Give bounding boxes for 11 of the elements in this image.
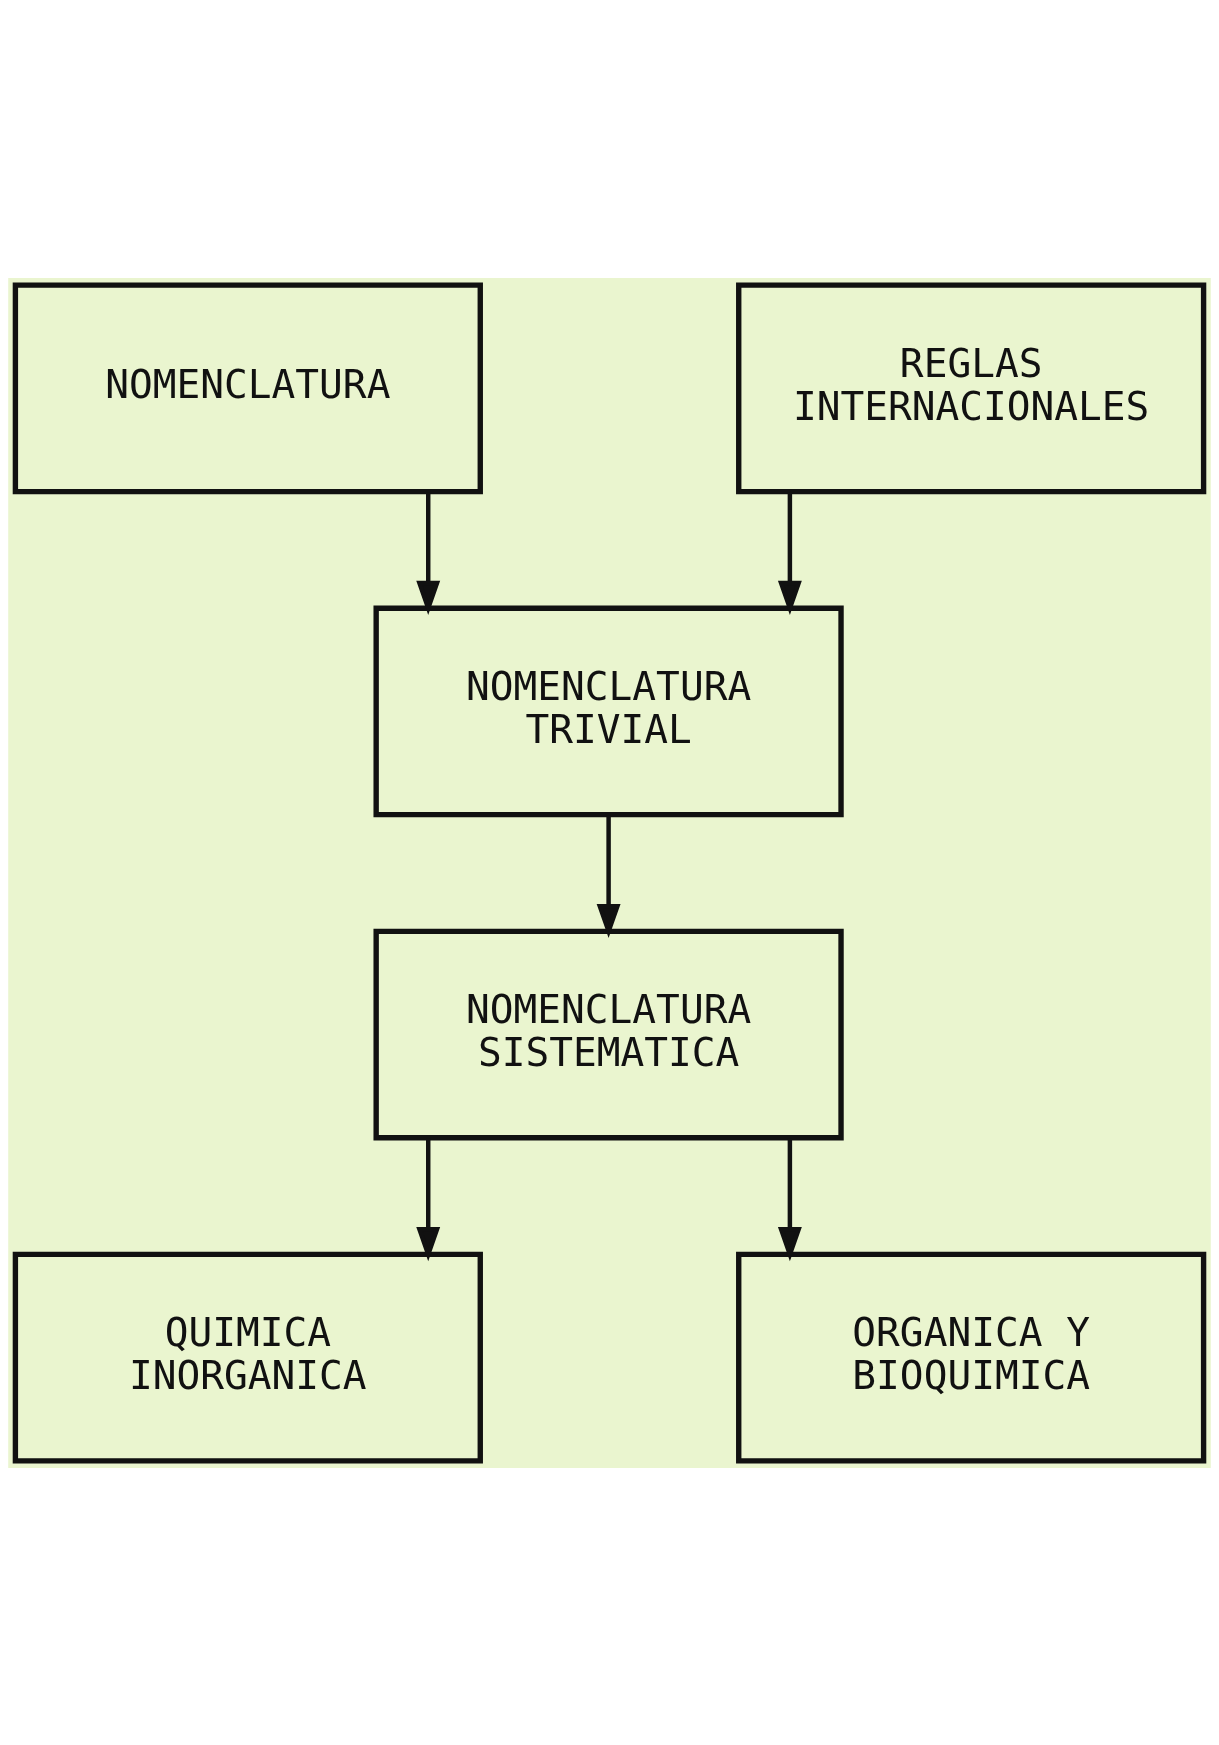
node-box: NOMENCLATURA TRIVIAL [373, 605, 844, 817]
node-box: ORGANICA Y BIOQUIMICA [736, 1251, 1207, 1463]
node-box: NOMENCLATURA SISTEMATICA [373, 928, 844, 1140]
node-box: QUIMICA INORGANICA [12, 1251, 483, 1463]
node-box: NOMENCLATURA [12, 282, 483, 494]
arrow [416, 491, 441, 615]
arrow [777, 491, 802, 615]
arrow [596, 814, 621, 938]
arrow [416, 1138, 441, 1261]
arrow [777, 1138, 802, 1261]
node-box: REGLAS INTERNACIONALES [736, 282, 1207, 494]
